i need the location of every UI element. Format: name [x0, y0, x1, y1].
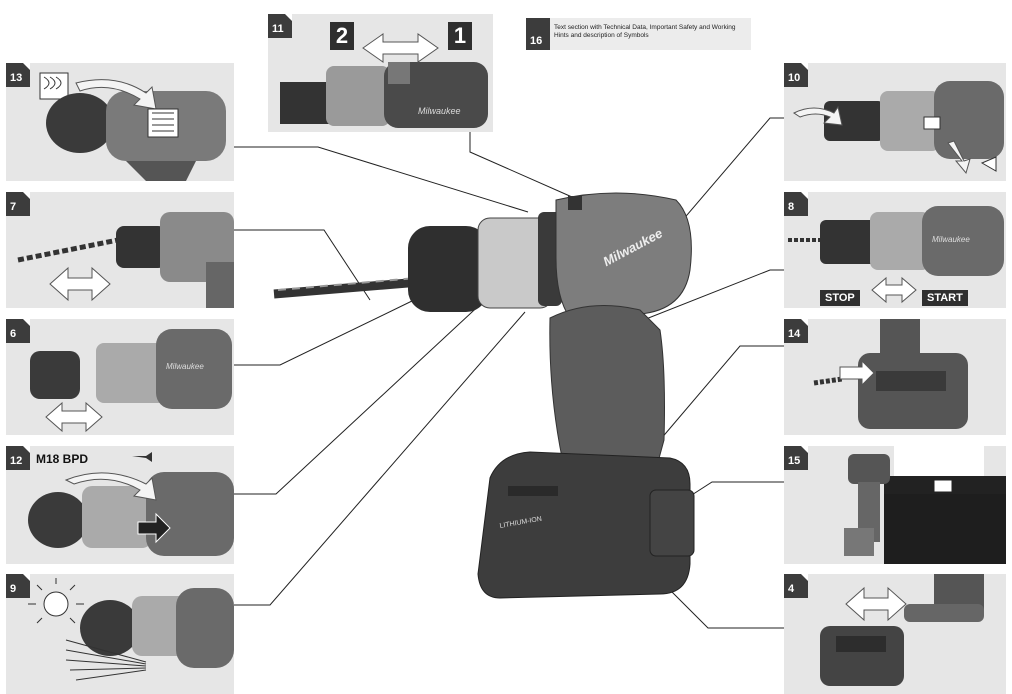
panel-number: 6 [6, 319, 30, 343]
panel-number: 16 [526, 18, 550, 50]
model-label: M18 BPD [36, 452, 89, 466]
forward-reverse-selector-illustration: Milwaukee [280, 33, 488, 128]
panel-14: 14 [784, 319, 1006, 435]
bit-insert-illustration [17, 212, 234, 308]
forward-label: 1 [448, 22, 472, 50]
panel-number: 13 [6, 63, 30, 87]
reverse-rotation-illustration [793, 81, 1004, 175]
panel-16-text: Text section with Technical Data, Import… [554, 24, 736, 39]
panel-9: 9 [6, 574, 234, 694]
led-light-illustration [28, 578, 234, 681]
panel-number: 14 [784, 319, 808, 343]
panel-6: 6 Milwaukee [6, 319, 234, 435]
trigger-illustration: Milwaukee [788, 206, 1004, 304]
svg-text:Milwaukee: Milwaukee [932, 235, 970, 244]
panel-12: 12 [6, 446, 234, 564]
start-label: START [922, 290, 968, 306]
svg-text:Milwaukee: Milwaukee [166, 362, 204, 371]
panel-11: 11 Milwaukee 2 1 [268, 14, 493, 132]
clutch-setting-illustration [28, 452, 234, 556]
panel-8: 8 Milwaukee STOP START [784, 192, 1006, 308]
panel-number: 12 [6, 446, 30, 470]
panel-7: 7 [6, 192, 234, 308]
belt-hook-illustration [844, 446, 1006, 564]
panel-15: 15 [784, 446, 1006, 564]
panel-number: 15 [784, 446, 808, 470]
panel-4: 4 [784, 574, 1006, 694]
panel-number: 10 [784, 63, 808, 87]
svg-text:Milwaukee: Milwaukee [418, 106, 461, 116]
gear-selector-illustration [39, 72, 226, 181]
panel-number: 9 [6, 574, 30, 598]
stop-label: STOP [820, 290, 860, 306]
panel-number: 8 [784, 192, 808, 216]
chuck-removal-illustration: Milwaukee [30, 329, 232, 433]
reverse-label: 2 [330, 22, 354, 50]
panel-13: 13 [6, 63, 234, 181]
panel-10: 10 [784, 63, 1006, 181]
panel-number: 4 [784, 574, 808, 598]
panel-number: 11 [268, 14, 292, 38]
battery-removal-illustration [820, 574, 984, 686]
bit-storage-illustration [813, 319, 968, 429]
panel-number: 7 [6, 192, 30, 216]
panel-16: 16 Text section with Technical Data, Imp… [526, 18, 751, 50]
